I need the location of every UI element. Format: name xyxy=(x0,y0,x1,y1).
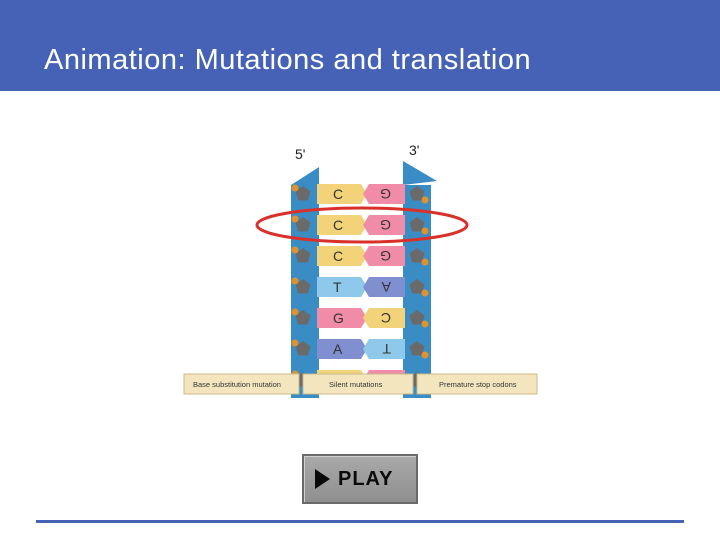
left-sugar-6 xyxy=(295,341,311,356)
tab-silent-mutations-label: Silent mutations xyxy=(329,380,383,389)
right-sugar-3 xyxy=(409,248,425,263)
right-base-5 xyxy=(363,308,405,328)
play-triangle-icon xyxy=(315,469,330,489)
right-base-letter-4: A xyxy=(381,279,391,295)
play-button-label: PLAY xyxy=(338,468,394,490)
right-phosphate-2 xyxy=(421,227,429,235)
left-phosphate-1 xyxy=(291,184,299,192)
right-sugar-2 xyxy=(409,217,425,232)
tab-bar: Base substitution mutation Silent mutati… xyxy=(183,373,538,395)
left-phosphate-2 xyxy=(291,215,299,223)
dna-mutation-figure: 5' 3' CGCGCGTAGCATCG Base substitution m… xyxy=(179,139,553,398)
left-base-2 xyxy=(317,215,367,235)
right-phosphate-5 xyxy=(421,320,429,328)
left-backbone-top xyxy=(291,167,319,185)
left-base-3 xyxy=(317,246,367,266)
tab-premature-stop-label: Premature stop codons xyxy=(439,380,517,389)
left-base-letter-6: A xyxy=(333,341,343,357)
tab-base-substitution-label: Base substitution mutation xyxy=(193,380,281,389)
right-base-letter-1: G xyxy=(380,186,391,202)
right-base-letter-3: G xyxy=(380,248,391,264)
slide-title: Animation: Mutations and translation xyxy=(44,44,532,76)
left-phosphate-6 xyxy=(291,339,299,347)
left-sugar-4 xyxy=(295,279,311,294)
right-base-3 xyxy=(363,246,405,266)
right-sugar-1 xyxy=(409,186,425,201)
right-sugar-4 xyxy=(409,279,425,294)
right-base-2 xyxy=(363,215,405,235)
left-base-letter-2: C xyxy=(333,217,343,233)
tab-premature-stop[interactable] xyxy=(416,373,538,395)
strand-5prime-label: 5' xyxy=(295,146,305,162)
right-sugar-5 xyxy=(409,310,425,325)
left-base-5 xyxy=(317,308,367,328)
footer-rule xyxy=(36,520,684,523)
left-phosphate-3 xyxy=(291,246,299,254)
left-base-letter-4: T xyxy=(333,279,342,295)
right-phosphate-3 xyxy=(421,258,429,266)
play-button[interactable]: PLAY xyxy=(302,454,418,504)
right-phosphate-1 xyxy=(421,196,429,204)
left-sugar-3 xyxy=(295,248,311,263)
right-base-letter-2: G xyxy=(380,217,391,233)
right-phosphate-6 xyxy=(421,351,429,359)
right-base-4 xyxy=(363,277,405,297)
left-phosphate-5 xyxy=(291,308,299,316)
left-sugar-5 xyxy=(295,310,311,325)
highlight-ring xyxy=(255,206,469,244)
left-phosphate-4 xyxy=(291,277,299,285)
left-sugar-2 xyxy=(295,217,311,232)
left-base-letter-3: C xyxy=(333,248,343,264)
tab-silent-mutations[interactable] xyxy=(302,373,414,395)
right-sugar-6 xyxy=(409,341,425,356)
left-base-1 xyxy=(317,184,367,204)
strand-3prime-label: 3' xyxy=(409,142,419,158)
left-base-letter-1: C xyxy=(333,186,343,202)
left-base-4 xyxy=(317,277,367,297)
tab-base-substitution[interactable] xyxy=(183,373,300,395)
dna-diagram: 5' 3' CGCGCGTAGCATCG Base substitution m… xyxy=(183,142,538,398)
right-base-6 xyxy=(363,339,405,359)
left-sugar-1 xyxy=(295,186,311,201)
right-base-1 xyxy=(363,184,405,204)
right-backbone-top xyxy=(403,161,437,185)
right-base-letter-5: C xyxy=(381,310,391,326)
left-base-6 xyxy=(317,339,367,359)
right-phosphate-4 xyxy=(421,289,429,297)
left-base-letter-5: G xyxy=(333,310,344,326)
slide-header: Animation: Mutations and translation xyxy=(0,0,720,91)
right-base-letter-6: T xyxy=(382,341,391,357)
